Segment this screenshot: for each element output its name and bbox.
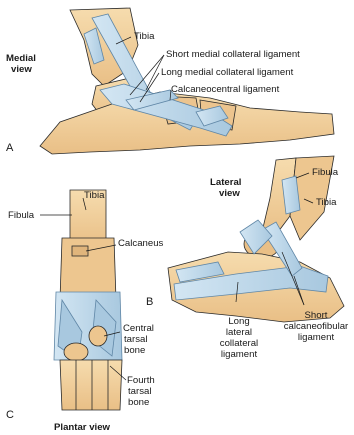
panel-c-illustration [54, 190, 122, 410]
panel-a-view-line2: view [11, 64, 32, 75]
panel-c-fibula-label: Fibula [8, 210, 34, 221]
panel-a-long-medial-label: Long medial collateral ligament [161, 67, 293, 78]
panel-a-view-line1: Medial [6, 53, 36, 64]
panel-c-tibia-label: Tibia [84, 190, 104, 201]
panel-b-tibia-label: Tibia [316, 197, 336, 208]
panel-b-short-calc-2: calcaneofibular [276, 321, 354, 332]
panel-b-long-lateral-3: collateral [208, 338, 270, 349]
panel-b-view-line1: Lateral [210, 177, 241, 188]
panel-a-calcaneocentral-label: Calcaneocentral ligament [171, 84, 279, 95]
panel-a-illustration [40, 8, 334, 154]
panel-c-central-tarsal-1: Central [123, 323, 154, 334]
panel-b-long-lateral-1: Long [222, 316, 256, 327]
panel-c-metatarsals [60, 360, 122, 410]
panel-b-short-calc-3: ligament [284, 332, 348, 343]
panel-c-fourth-tarsal-1: Fourth [127, 375, 155, 386]
panel-a-letter: A [6, 143, 13, 154]
panel-c-letter: C [6, 410, 14, 421]
panel-c-calcaneus-label: Calcaneus [118, 238, 163, 249]
panel-c-central-tarsal-2: tarsal [124, 334, 147, 345]
panel-b-view-line2: view [219, 188, 240, 199]
panel-c-fourth-tarsal-2: tarsal [128, 386, 151, 397]
panel-b-letter: B [146, 297, 153, 308]
panel-b-long-lateral-2: lateral [214, 327, 264, 338]
panel-c-fourth-tarsal-3: bone [128, 397, 149, 408]
panel-a-short-medial-label: Short medial collateral ligament [166, 49, 300, 60]
panel-b-short-calc-1: Short [284, 310, 348, 321]
panel-b-illustration [168, 156, 344, 322]
panel-b-fibula-label: Fibula [312, 167, 338, 178]
panel-a-tibia-label: Tibia [134, 31, 154, 42]
panel-c-view-label: Plantar view [54, 422, 110, 433]
panel-b-long-lateral-4: ligament [208, 349, 270, 360]
panel-c-central-tarsal-3: bone [124, 345, 145, 356]
